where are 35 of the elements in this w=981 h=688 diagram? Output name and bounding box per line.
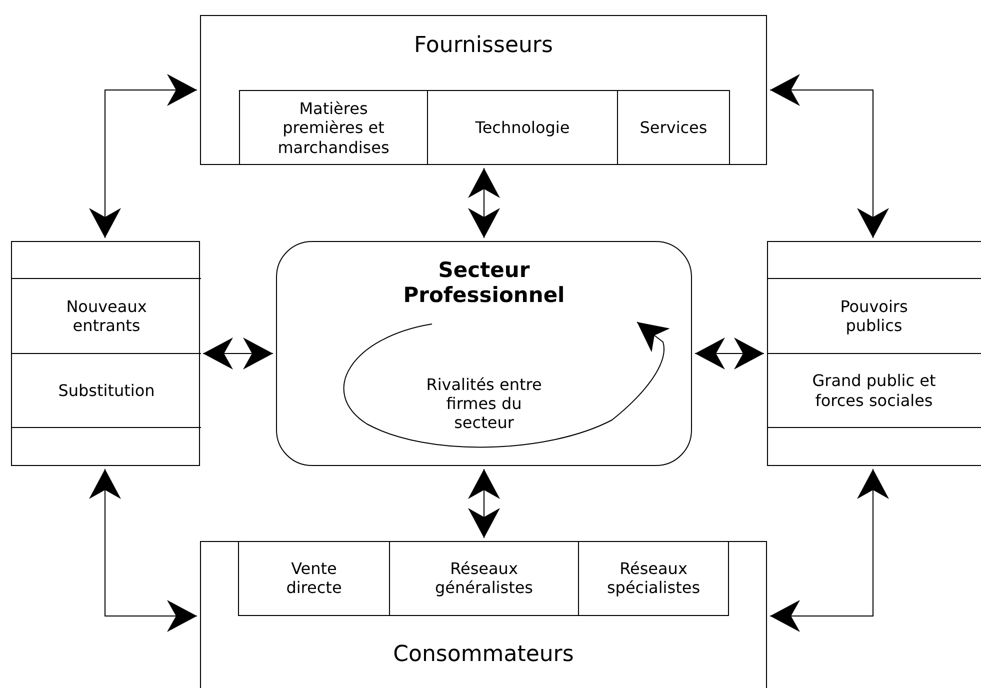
category-label: Matières premières et marchandises	[276, 99, 390, 157]
group-heading: Fournisseurs	[413, 32, 554, 60]
category-label: Grand public et forces sociales	[811, 371, 937, 410]
sector-description: Rivalités entre firmes du secteur	[425, 375, 543, 433]
category-cell	[12, 353, 201, 428]
category-cell	[239, 90, 427, 165]
double-arrow	[202, 338, 274, 370]
sector-box	[276, 241, 692, 466]
double-arrow	[770, 468, 889, 632]
double-arrow	[468, 168, 500, 238]
side-panel	[11, 241, 200, 466]
category-label: Vente directe	[285, 558, 343, 598]
category-cell	[427, 90, 617, 165]
group-box	[200, 15, 767, 165]
category-label: Technologie	[475, 118, 570, 138]
side-panel	[767, 241, 981, 466]
group-heading: Consommateurs	[392, 641, 575, 668]
category-cell	[767, 353, 981, 428]
category-cell	[617, 90, 730, 165]
category-label: Réseaux spécialistes	[606, 558, 702, 598]
double-arrow	[770, 74, 889, 238]
category-label: Réseaux généralistes	[434, 558, 534, 598]
category-label: Pouvoirs publics	[839, 296, 909, 336]
double-arrow	[694, 338, 764, 370]
category-label: Services	[640, 118, 708, 138]
group-box	[200, 541, 767, 688]
category-cell	[238, 541, 389, 616]
double-arrow	[468, 468, 500, 538]
category-label: Nouveaux entrants	[65, 296, 148, 336]
double-arrow	[89, 468, 198, 632]
category-label: Substitution	[58, 380, 155, 400]
category-cell	[389, 541, 578, 616]
category-cell	[578, 541, 729, 616]
double-arrow	[89, 74, 198, 238]
sector-title: Secteur Professionnel	[402, 258, 566, 308]
